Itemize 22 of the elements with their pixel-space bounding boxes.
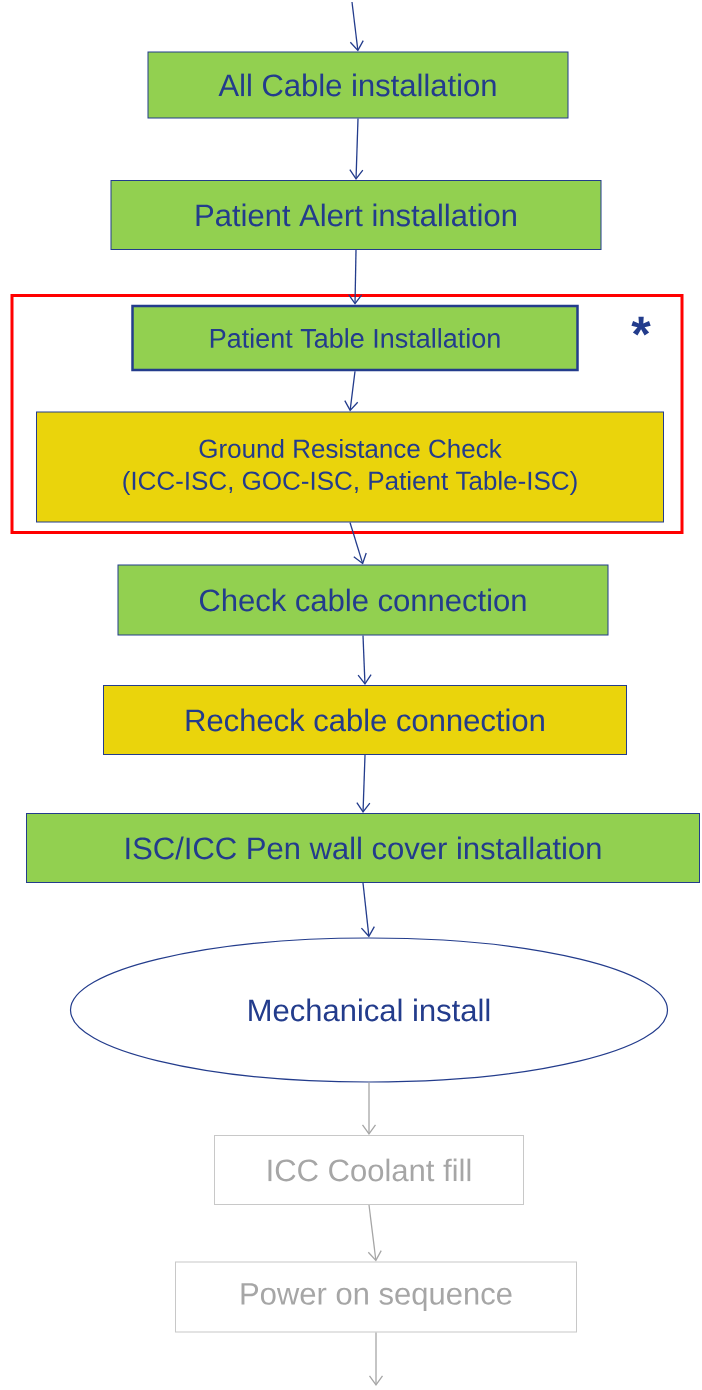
arrow <box>349 521 367 565</box>
process-box: Patient Alert installation <box>110 180 602 250</box>
arrow <box>368 1331 384 1387</box>
arrow <box>360 882 375 938</box>
arrow <box>361 1081 377 1135</box>
arrow <box>348 249 363 305</box>
arrow <box>344 370 359 412</box>
process-box: ICC Coolant fill <box>214 1135 524 1205</box>
asterisk-mark: * <box>631 316 651 336</box>
arrow <box>367 1204 382 1262</box>
process-box: ISC/ICC Pen wall cover installation <box>26 813 700 883</box>
process-box: Recheck cable connection <box>103 685 627 755</box>
arrow <box>349 117 364 180</box>
arrow <box>357 634 372 685</box>
highlight-frame <box>10 294 684 534</box>
process-box: Check cable connection <box>117 564 609 636</box>
process-box: Power on sequence <box>175 1261 577 1333</box>
arrow <box>349 1 364 52</box>
process-box: Ground Resistance Check (ICC-ISC, GOC-ISC, Patient Table-ISC) <box>36 411 664 523</box>
process-box: All Cable installation <box>147 51 569 119</box>
process-box: Patient Table Installation <box>131 304 579 372</box>
arrow <box>356 754 371 813</box>
